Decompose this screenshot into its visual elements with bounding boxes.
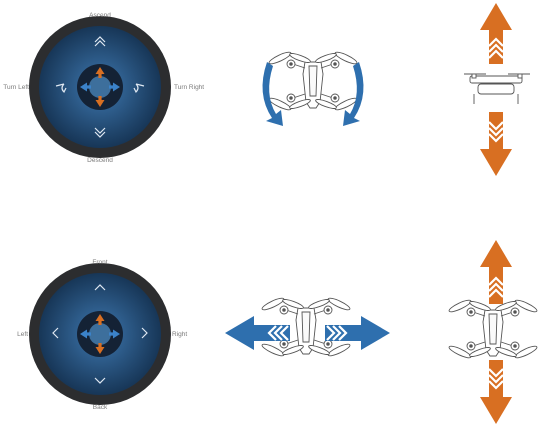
arrow-down-icon (480, 112, 512, 176)
label-front: Front (92, 259, 107, 266)
lateral-illustration (225, 296, 390, 358)
longitudinal-illustration (448, 240, 538, 424)
vertical-illustration-side (464, 3, 530, 176)
joystick-top-stick-icon (77, 64, 123, 110)
label-back: Back (93, 404, 108, 411)
drone-icon (268, 50, 358, 112)
joystick-bottom: Front Back Left Right (17, 259, 187, 411)
rotate-illustration (263, 50, 364, 126)
joystick-top: Ascend Descend Turn Left Turn Right (3, 12, 204, 164)
drone-side-icon (464, 74, 530, 104)
drone-icon (448, 298, 538, 360)
joystick-bottom-stick-icon (77, 311, 123, 357)
arrow-backward-icon (480, 360, 512, 424)
arrow-forward-icon (480, 240, 512, 304)
arrow-up-icon (480, 3, 512, 64)
label-turn-left: Turn Left (3, 84, 29, 91)
label-descend: Descend (87, 157, 113, 164)
rotate-left-arrow-icon (263, 62, 283, 126)
label-left: Left (17, 331, 28, 338)
rotate-right-arrow-icon (343, 62, 363, 126)
label-right: Right (172, 331, 187, 338)
label-turn-right: Turn Right (174, 84, 204, 91)
label-ascend: Ascend (89, 12, 111, 19)
